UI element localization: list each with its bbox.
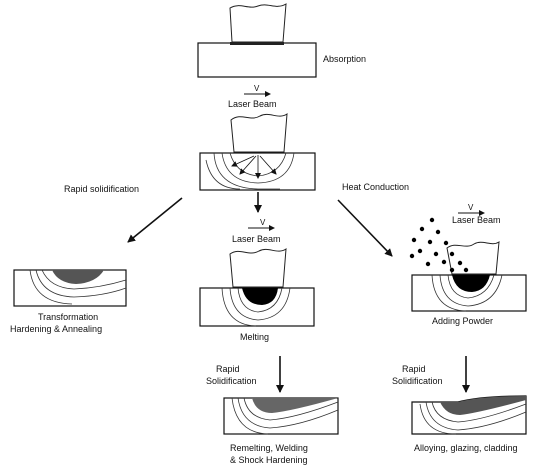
remelting-label-2: & Shock Hardening (230, 455, 308, 465)
rapid-solidification-label-left: Rapid solidification (64, 184, 139, 194)
rapid-mid-label-2: Solidification (206, 376, 257, 386)
remelting-contours (231, 397, 339, 435)
laser-beam-shape-powder (446, 241, 500, 275)
powder-melt-pool (452, 275, 490, 292)
transformation-label-1: Transformation (38, 312, 98, 322)
heat-flow-arrows (231, 155, 277, 179)
conduction-stage (199, 113, 316, 191)
transformation-contours (29, 269, 127, 305)
melting-contours (221, 287, 291, 327)
clad-layer (440, 396, 526, 415)
velocity-v-mid: V (260, 218, 266, 227)
alloying-contours (419, 401, 527, 435)
laser-beam-label-top: Laser Beam (228, 99, 277, 109)
absorption-stage: Absorption (197, 3, 366, 78)
velocity-v-top: V (254, 84, 260, 93)
remelting-stage: Remelting, Welding & Shock Hardening (223, 397, 339, 465)
rapid-right-label-1: Rapid (402, 364, 426, 374)
laser-beam-shape-mid (230, 113, 288, 153)
transformation-hardened-zone (52, 270, 104, 284)
arrow-to-transformation (127, 197, 183, 243)
laser-beam-label-right: Laser Beam (452, 215, 501, 225)
remelted-zone (252, 398, 338, 413)
melt-pool (242, 288, 278, 305)
remelting-label-1: Remelting, Welding (230, 443, 308, 453)
powder-particles (409, 217, 469, 273)
powder-contours (431, 274, 503, 312)
velocity-v-right: V (468, 203, 474, 212)
laser-beam-mid-group: V Laser Beam (232, 218, 281, 244)
melting-label: Melting (240, 332, 269, 342)
adding-powder-label: Adding Powder (432, 316, 493, 326)
conduction-block (199, 152, 316, 191)
absorption-label: Absorption (323, 54, 366, 64)
alloying-stage: Alloying, glazing, cladding (411, 395, 527, 453)
laser-beam-label-mid: Laser Beam (232, 234, 281, 244)
transformation-stage: Transformation Hardening & Annealing (10, 269, 127, 334)
rapid-mid-label-1: Rapid (216, 364, 240, 374)
laser-beam-right-group: V Laser Beam (452, 203, 501, 225)
transformation-label-2: Hardening & Annealing (10, 324, 102, 334)
adding-powder-stage: Adding Powder (409, 217, 527, 326)
laser-beam-top-group: V Laser Beam (228, 84, 277, 109)
arrow-to-adding-powder (337, 199, 393, 257)
rapid-right-label-2: Solidification (392, 376, 443, 386)
laser-beam-shape-top (229, 3, 287, 43)
absorption-block (197, 42, 317, 78)
melting-stage: Melting (199, 248, 315, 342)
alloying-label: Alloying, glazing, cladding (414, 443, 518, 453)
laser-beam-shape-melting (229, 248, 287, 288)
heat-conduction-label: Heat Conduction (342, 182, 409, 192)
absorption-surface-layer (230, 42, 284, 45)
